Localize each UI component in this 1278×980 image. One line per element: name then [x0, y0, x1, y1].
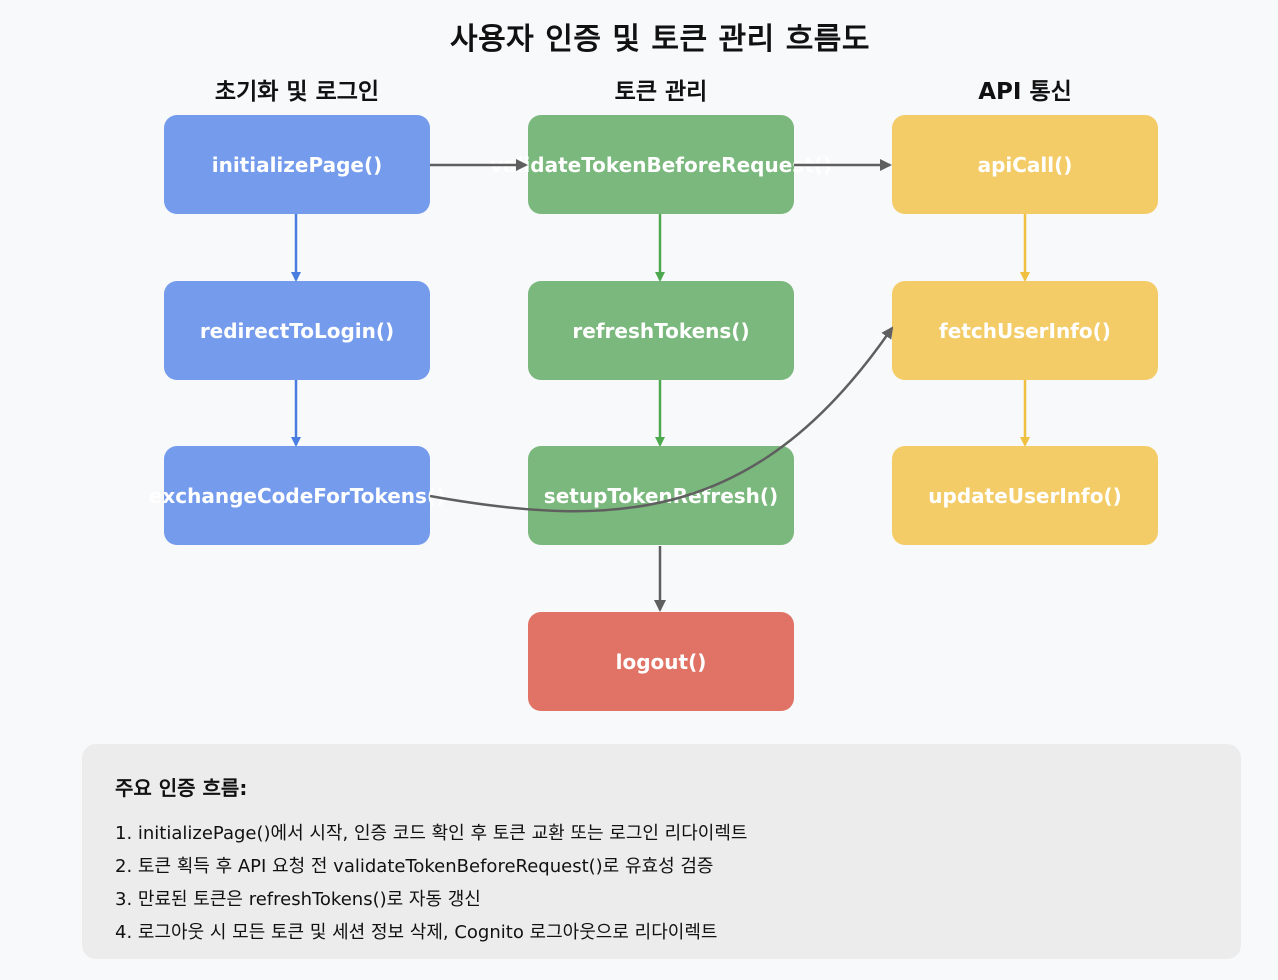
notes-list: 1. initializePage()에서 시작, 인증 코드 확인 후 토큰 … [115, 824, 747, 956]
node-redirect-to-login: redirectToLogin() [164, 281, 430, 380]
node-update-user-info: updateUserInfo() [892, 446, 1158, 545]
column-header-init-login: 초기화 및 로그인 [214, 79, 380, 105]
node-exchange-code-for-tokens-label: exchangeCodeForTokens() [148, 483, 446, 508]
node-update-user-info-label: updateUserInfo() [928, 483, 1122, 508]
node-validate-token-before-request: validateTokenBeforeRequest() [490, 115, 832, 214]
node-initialize-page: initializePage() [164, 115, 430, 214]
note-item: 2. 토큰 획득 후 API 요청 전 validateTokenBeforeR… [115, 856, 714, 877]
column-header-token-management: 토큰 관리 [614, 79, 708, 105]
node-logout-label: logout() [615, 649, 707, 674]
node-fetch-user-info-label: fetchUserInfo() [939, 318, 1111, 343]
note-item: 1. initializePage()에서 시작, 인증 코드 확인 후 토큰 … [115, 823, 748, 844]
note-item: 4. 로그아웃 시 모든 토큰 및 세션 정보 삭제, Cognito 로그아웃… [115, 922, 718, 943]
node-setup-token-refresh: setupTokenRefresh() [528, 446, 794, 545]
diagram-title: 사용자 인증 및 토큰 관리 흐름도 [449, 22, 871, 57]
node-redirect-to-login-label: redirectToLogin() [199, 318, 395, 343]
node-initialize-page-label: initializePage() [211, 152, 383, 177]
node-setup-token-refresh-label: setupTokenRefresh() [543, 483, 779, 508]
column-header-api-communication: API 통신 [978, 79, 1072, 105]
notes-panel: 주요 인증 흐름: 1. initializePage()에서 시작, 인증 코… [82, 744, 1241, 959]
node-refresh-tokens: refreshTokens() [528, 281, 794, 380]
note-item: 3. 만료된 토큰은 refreshTokens()로 자동 갱신 [115, 889, 481, 910]
node-exchange-code-for-tokens: exchangeCodeForTokens() [149, 446, 445, 545]
node-api-call: apiCall() [892, 115, 1158, 214]
node-logout: logout() [528, 612, 794, 711]
notes-title: 주요 인증 흐름: [115, 776, 248, 800]
node-fetch-user-info: fetchUserInfo() [892, 281, 1158, 380]
node-validate-token-before-request-label: validateTokenBeforeRequest() [490, 152, 832, 177]
node-api-call-label: apiCall() [977, 152, 1073, 177]
node-refresh-tokens-label: refreshTokens() [572, 318, 750, 343]
